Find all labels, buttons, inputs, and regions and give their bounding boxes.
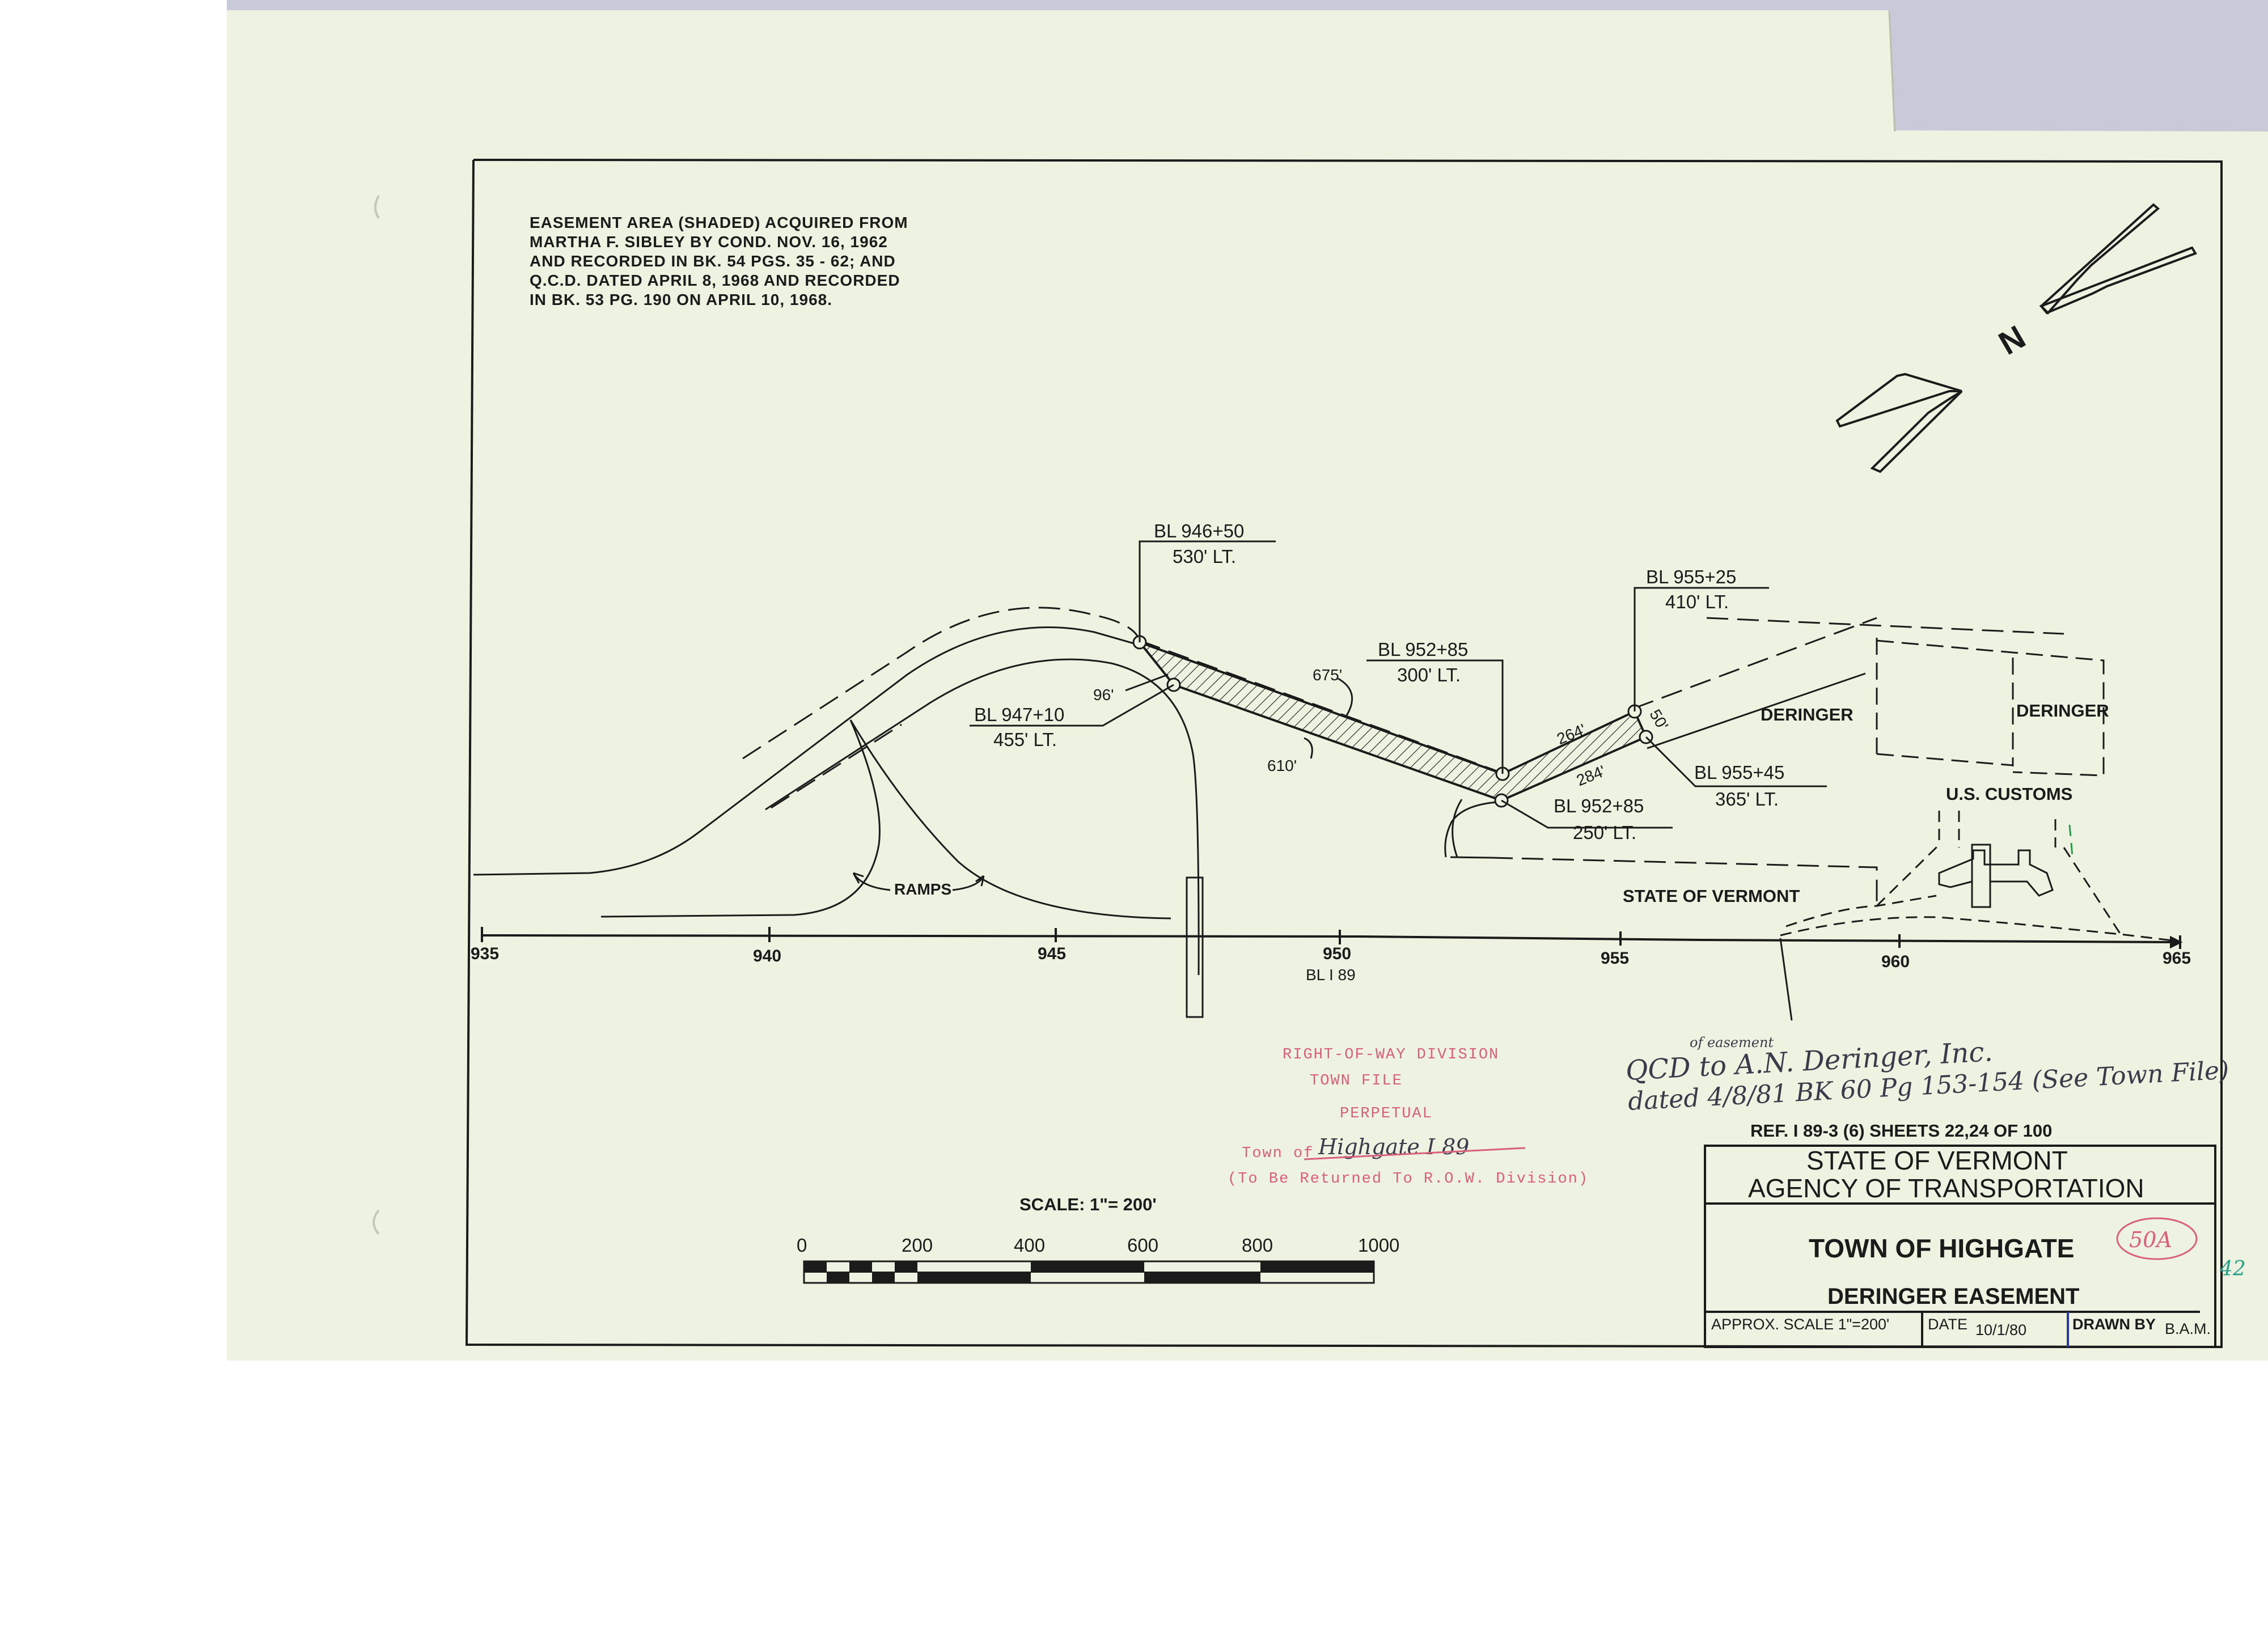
customs-building-icon <box>1938 844 2054 908</box>
date-label: DATE <box>1928 1316 1967 1333</box>
date-value: 10/1/80 <box>1975 1321 2026 1338</box>
baseline-ticks: 935 940 945 950 955 960 965 BL I 89 <box>471 944 2191 984</box>
stamp-line: (To Be Returned To R.O.W. Division) <box>1228 1171 1589 1188</box>
station-offset: 455' LT. <box>993 729 1057 750</box>
scale-label: 800 <box>1242 1235 1273 1256</box>
drawn-by-label: DRAWN BY <box>2072 1316 2156 1333</box>
note-line-1: EASEMENT AREA (SHADED) ACQUIRED FROM <box>530 214 908 231</box>
dimension-label: 610' <box>1267 757 1297 774</box>
sheet-edge <box>1888 11 1896 132</box>
drawn-by-value: B.A.M. <box>2165 1320 2211 1337</box>
scale-field: APPROX. SCALE 1"=200' <box>1711 1316 1889 1333</box>
stamp-line: TOWN FILE <box>1310 1073 1403 1090</box>
tick-label: 940 <box>753 947 781 965</box>
tick-label: 965 <box>2163 949 2191 968</box>
deringer-label: DERINGER <box>2016 701 2109 721</box>
tick-label: 955 <box>1601 949 1629 968</box>
station-label: BL 955+25 <box>1646 566 1736 587</box>
reference-line: REF. I 89-3 (6) SHEETS 22,24 OF 100 <box>1750 1121 2052 1141</box>
station-label: BL 955+45 <box>1694 762 1784 783</box>
title-block: REF. I 89-3 (6) SHEETS 22,24 OF 100 STAT… <box>1704 1121 2246 1348</box>
baseline-label: BL I 89 <box>1306 966 1356 984</box>
leader-lines <box>970 540 1827 829</box>
scale-label: 200 <box>902 1235 933 1256</box>
agency-line: AGENCY OF TRANSPORTATION <box>1748 1173 2144 1203</box>
sheet-badge: 50A <box>2129 1227 2172 1252</box>
scale-label: 600 <box>1127 1235 1158 1256</box>
agency-line: STATE OF VERMONT <box>1806 1146 2068 1175</box>
station-offset: 300' LT. <box>1397 664 1461 685</box>
tick-label: 935 <box>471 944 499 963</box>
station-label: BL 952+85 <box>1554 795 1644 816</box>
scale-label: 1000 <box>1358 1235 1399 1256</box>
station-offset: 530' LT. <box>1173 546 1236 567</box>
scale-bar: SCALE: 1"= 200' 0 200 400 600 800 1000 <box>797 1194 1399 1284</box>
station-label: BL 952+85 <box>1378 639 1468 660</box>
note-line-4: Q.C.D. DATED APRIL 8, 1968 AND RECORDED <box>530 272 900 289</box>
row-stamp: RIGHT-OF-WAY DIVISION TOWN FILE PERPETUA… <box>1228 1046 1589 1188</box>
station-label: BL 947+10 <box>974 704 1064 725</box>
note-line-2: MARTHA F. SIBLEY BY COND. NOV. 16, 1962 <box>530 233 888 251</box>
station-offset: 410' LT. <box>1665 591 1729 612</box>
scale-label: 0 <box>797 1235 807 1256</box>
state-label: STATE OF VERMONT <box>1623 886 1800 906</box>
dimension-label: 96' <box>1093 686 1114 704</box>
scale-label: 400 <box>1014 1235 1045 1256</box>
stamp-line: RIGHT-OF-WAY DIVISION <box>1283 1046 1499 1063</box>
dimension-label: 675' <box>1313 666 1342 684</box>
place-labels: DERINGER DERINGER U.S. CUSTOMS STATE OF … <box>852 701 2109 906</box>
sheet-number: 42 <box>2219 1257 2246 1281</box>
punch-hole <box>373 1209 380 1235</box>
note-line-5: IN BK. 53 PG. 190 ON APRIL 10, 1968. <box>530 291 832 308</box>
tick-label: 945 <box>1038 944 1066 963</box>
scale-title: SCALE: 1"= 200' <box>1019 1194 1157 1214</box>
punch-hole <box>374 195 380 219</box>
note-line-3: AND RECORDED IN BK. 54 PGS. 35 - 62; AND <box>530 252 896 270</box>
town-title: TOWN OF HIGHGATE <box>1809 1234 2075 1263</box>
project-title: DERINGER EASEMENT <box>1827 1284 2080 1309</box>
station-offset: 365' LT. <box>1715 789 1779 810</box>
tick-label: 960 <box>1881 952 1910 971</box>
deringer-label: DERINGER <box>1761 705 1854 724</box>
handwritten-superscript: of easement <box>1690 1035 1774 1050</box>
ramps-label: RAMPS <box>894 880 951 898</box>
stamp-line: PERPETUAL <box>1340 1105 1433 1122</box>
culvert <box>1186 876 1204 1018</box>
drawing-border <box>465 159 2223 1349</box>
baseline <box>481 927 2183 949</box>
customs-label: U.S. CUSTOMS <box>1946 784 2072 804</box>
station-labels: BL 946+50 530' LT. BL 947+10 455' LT. BL… <box>974 520 1784 843</box>
station-label: BL 946+50 <box>1154 520 1244 541</box>
tick-label: 950 <box>1323 944 1351 963</box>
station-offset: 250' LT. <box>1573 822 1636 843</box>
easement-note: EASEMENT AREA (SHADED) ACQUIRED FROM MAR… <box>530 214 908 308</box>
stamp-line: Town of <box>1242 1145 1314 1162</box>
